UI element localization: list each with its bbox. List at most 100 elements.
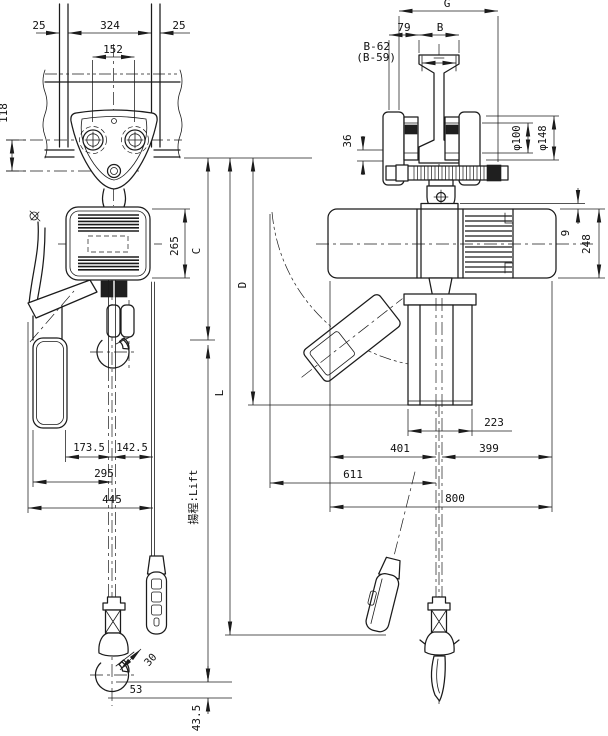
body-frame — [327, 208, 557, 279]
chain-bucket — [32, 337, 68, 429]
hoist-body-side — [316, 202, 594, 305]
buffer-right — [120, 304, 135, 338]
beam-break-right — [177, 69, 183, 159]
bracket-top-pin — [111, 118, 117, 124]
container-flange — [403, 293, 477, 306]
hook-lowered-side — [419, 596, 460, 702]
pendant-side — [365, 471, 416, 633]
dim-label-445: 445 — [102, 493, 122, 506]
shackle — [101, 188, 127, 208]
dim-label-dia148: φ148 — [537, 125, 549, 150]
dim-front-bottom: 173.5 142.5 295 445 — [27, 322, 153, 513]
container-box — [407, 304, 473, 406]
pendant-button — [151, 604, 162, 616]
dim-label-248: 248 — [580, 234, 593, 254]
load-chain-side — [435, 298, 443, 598]
dim-label-dia100: φ100 — [511, 125, 523, 150]
dim-label-399: 399 — [479, 442, 499, 455]
dim-label-B-59: (B-59) — [356, 51, 396, 64]
pendant-front — [145, 281, 168, 635]
dim-label-36: 36 — [341, 134, 354, 147]
dim-label-D: D — [236, 282, 249, 289]
buffer-left — [106, 304, 121, 338]
dim-label-25-left: 25 — [32, 19, 45, 32]
swing-arc — [271, 211, 433, 368]
motor-fins — [465, 215, 512, 273]
dim-label-25-right: 25 — [172, 19, 185, 32]
trolley-bracket-front — [70, 109, 158, 208]
hook-head-side — [419, 631, 460, 656]
wheel-flange-right-hidden — [121, 126, 149, 154]
cooling-fins-bottom — [78, 256, 139, 271]
chain-guide-left — [100, 280, 114, 298]
dim-label-30: 30 — [142, 651, 159, 668]
container-swung-side — [301, 294, 403, 382]
eye-bolt — [29, 211, 39, 221]
shaft-spline — [413, 166, 485, 180]
cooling-fins-top — [78, 214, 139, 232]
dim-label-G: G — [444, 0, 451, 10]
dim-wheel-gauge: 152 — [92, 43, 135, 122]
dim-label-C: C — [190, 248, 203, 255]
beam-break-left — [42, 69, 48, 159]
dim-label-295: 295 — [94, 467, 114, 480]
dim-label-401: 401 — [390, 442, 410, 455]
dim-label-79: 79 — [397, 21, 410, 34]
dim-label-611: 611 — [343, 468, 363, 481]
hook-head — [98, 632, 129, 657]
dim-side-right: 9 248 — [460, 188, 605, 279]
dim-label-324: 324 — [100, 19, 120, 32]
shaft-nut — [486, 164, 502, 182]
dim-label-118: 118 — [0, 103, 10, 123]
dim-label-223: 223 — [484, 416, 504, 429]
trolley-wheel-left — [403, 116, 419, 161]
chain-container-front — [27, 210, 98, 429]
dim-label-142-5: 142.5 — [116, 442, 148, 454]
hook-blade-side — [430, 655, 446, 702]
wheel-flange-left-hidden — [79, 126, 107, 154]
hook-latch — [115, 335, 133, 345]
chain-guide-right — [114, 280, 128, 298]
pendant-button — [153, 617, 160, 627]
dim-vertical-group: C L D — [184, 157, 412, 636]
dim-label-L: L — [213, 389, 226, 396]
side-view — [271, 44, 594, 704]
hook-raised-front — [96, 280, 135, 369]
dim-flange-step: 36 — [341, 134, 383, 175]
pendant-body-side — [365, 573, 400, 633]
dim-label-B: B — [437, 21, 444, 34]
dim-label-152: 152 — [103, 43, 123, 56]
dim-label-lift: 揚程:Lift — [187, 469, 200, 524]
chain-container-side — [403, 293, 477, 406]
front-view — [6, 3, 183, 706]
pendant-button — [151, 578, 162, 590]
dim-bracket-height: 118 — [0, 103, 26, 172]
beam-front — [42, 3, 183, 159]
dim-label-800: 800 — [445, 492, 465, 505]
dim-side-top: G 79 B B-62 (B-59) — [356, 0, 499, 162]
dim-lift: 揚程:Lift 43.5 — [108, 345, 232, 731]
dim-label-173-5: 173.5 — [73, 442, 105, 454]
suspension-pin — [106, 163, 122, 179]
shaft-spacer-left — [395, 164, 409, 182]
dim-front-top-span: 25 324 25 — [32, 19, 190, 36]
dim-hook-detail: 30 53 — [119, 648, 159, 696]
dim-label-265: 265 — [168, 236, 181, 256]
pendant-button — [151, 591, 162, 603]
chain-anchor-cap — [102, 596, 126, 611]
pendant-clip — [367, 590, 377, 606]
dim-label-9: 9 — [559, 230, 572, 237]
trolley-side — [382, 55, 509, 215]
dim-label-B-62: B-62 — [364, 40, 391, 53]
dim-side-bottom: 223 401 399 611 800 — [269, 214, 553, 512]
container-bracket — [27, 279, 98, 319]
dim-label-43-5: 43.5 — [190, 705, 203, 732]
pendant-body — [145, 571, 168, 635]
dim-label-53: 53 — [130, 684, 143, 696]
hoist-body-front — [65, 206, 151, 281]
dim-body-height-front: 265 — [152, 208, 190, 279]
dim-wheel-diameters: φ100 φ148 — [482, 115, 559, 161]
